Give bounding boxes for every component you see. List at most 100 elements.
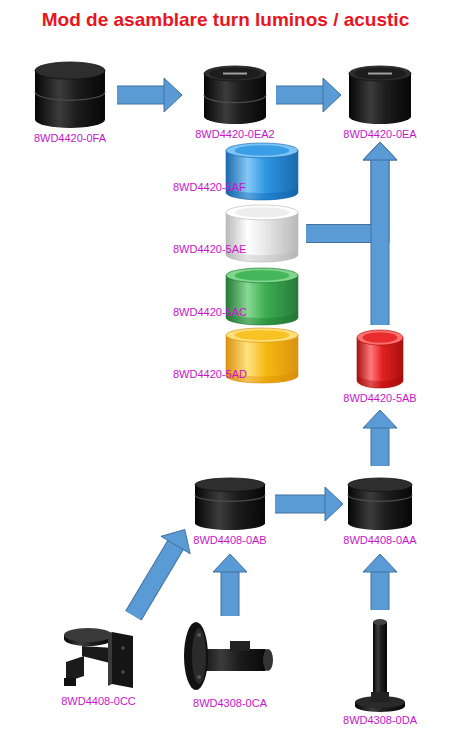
component-part: 8WD4420-0EA2 <box>204 66 266 124</box>
part-number: 8WD4408-0CC <box>61 695 136 708</box>
module-top <box>349 66 411 81</box>
arrow-shaft-outline <box>306 159 380 234</box>
arrow-head <box>325 487 343 521</box>
lens-top-inner <box>235 145 290 155</box>
part-illustration <box>204 66 266 124</box>
part-number: 8WD4308-0CA <box>193 697 267 710</box>
arrow-head <box>161 530 190 554</box>
part-number: 8WD4420-0FA <box>34 132 106 145</box>
component-part: 8WD4420-0EA <box>349 66 411 124</box>
foot-hole <box>197 675 201 679</box>
block-arrow <box>275 487 343 521</box>
block-arrow <box>117 78 182 112</box>
arrow-shaft <box>306 159 380 234</box>
foot-disc <box>184 622 208 690</box>
bracket-hole <box>121 670 125 674</box>
part-number: 8WD4420-0EA2 <box>195 128 275 141</box>
pole-collar <box>371 692 389 702</box>
arrow-shaft-outline <box>133 544 176 616</box>
component-part: 8WD4308-0DA <box>355 618 405 712</box>
arrow-head <box>363 142 397 160</box>
foot-hole <box>197 633 201 637</box>
bracket-plate-side <box>108 632 112 686</box>
block-arrow <box>213 554 247 616</box>
lens-top <box>226 143 298 158</box>
bracket-disc-top <box>64 628 112 642</box>
logo-mark <box>368 73 392 75</box>
signal-lens: 8WD4420-5AD <box>226 328 298 383</box>
module-top <box>348 478 412 492</box>
arrow-shaft-outline <box>117 86 165 105</box>
arrow-shaft <box>276 87 324 104</box>
arrow-shaft <box>275 496 326 513</box>
bracket-hole <box>121 646 125 650</box>
block-arrow <box>363 554 397 610</box>
arrow-shaft <box>133 544 176 616</box>
part-illustration <box>357 330 403 388</box>
part-illustration <box>349 66 411 124</box>
bracket-foot <box>64 678 76 686</box>
module-top <box>35 62 105 79</box>
arrow-shaft <box>372 159 389 325</box>
part-illustration <box>348 478 412 530</box>
module-groove <box>195 495 265 502</box>
arrow-head <box>363 142 397 160</box>
component-part: 8WD4408-0AA <box>348 478 412 530</box>
lens-top-inner <box>363 332 398 343</box>
module-groove <box>348 495 412 502</box>
part-number: 8WD4420-5AF <box>173 181 246 194</box>
lens-top-inner <box>235 330 290 340</box>
arrow-shaft-outline <box>221 571 240 616</box>
diagram-title: Mod de asamblare turn luminos / acustic <box>0 8 451 32</box>
arrow-head <box>323 78 341 112</box>
signal-lens: 8WD4420-5AF <box>226 143 298 200</box>
arrow-shaft-outline <box>371 571 390 610</box>
foot-end <box>263 649 273 671</box>
foot-block <box>230 641 250 651</box>
pole-tube <box>373 622 387 702</box>
signal-lens: 8WD4420-5AC <box>226 268 298 325</box>
block-arrow <box>363 410 397 466</box>
block-arrow <box>276 78 341 112</box>
arrow-shaft-outline <box>371 159 390 325</box>
part-number: 8WD4420-5AD <box>173 368 247 381</box>
block-arrow <box>306 142 397 234</box>
part-illustration <box>35 62 105 128</box>
lens-top-inner <box>235 270 290 280</box>
component-part: 8WD4408-0CC <box>62 626 135 689</box>
arrow-shaft <box>117 87 165 104</box>
module-groove <box>35 92 105 101</box>
lens-top <box>226 205 298 220</box>
arrow-shaft-outline <box>275 495 326 514</box>
logo-mark <box>223 73 247 75</box>
block-arrow <box>133 530 190 616</box>
part-number: 8WD4420-5AB <box>343 392 416 405</box>
lens-top <box>226 268 298 283</box>
module-cap <box>209 68 261 80</box>
arrow-head <box>363 554 397 572</box>
module-top <box>195 478 265 492</box>
component-part: 8WD4408-0AB <box>195 478 265 530</box>
arrow-shaft-outline <box>371 427 390 466</box>
signal-lens: 8WD4420-5AB <box>357 330 403 388</box>
block-arrow <box>363 142 397 325</box>
arrow-head <box>213 554 247 572</box>
arrow-shaft <box>372 571 389 610</box>
arrow-head <box>363 410 397 428</box>
lens-top <box>357 330 403 345</box>
part-illustration <box>355 618 405 712</box>
signal-lens: 8WD4420-5AE <box>226 205 298 262</box>
arrow-shaft <box>222 571 239 616</box>
part-illustration <box>62 626 135 689</box>
part-number: 8WD4420-5AC <box>173 306 247 319</box>
lens-top-inner <box>235 207 290 217</box>
lens-rim <box>357 374 403 389</box>
lens-top <box>226 328 298 342</box>
part-number: 8WD4408-0AB <box>193 534 266 547</box>
module-cap <box>354 68 406 80</box>
part-number: 8WD4420-0EA <box>343 128 416 141</box>
part-number: 8WD4408-0AA <box>343 534 416 547</box>
component-part: 8WD4308-0CA <box>182 621 278 691</box>
